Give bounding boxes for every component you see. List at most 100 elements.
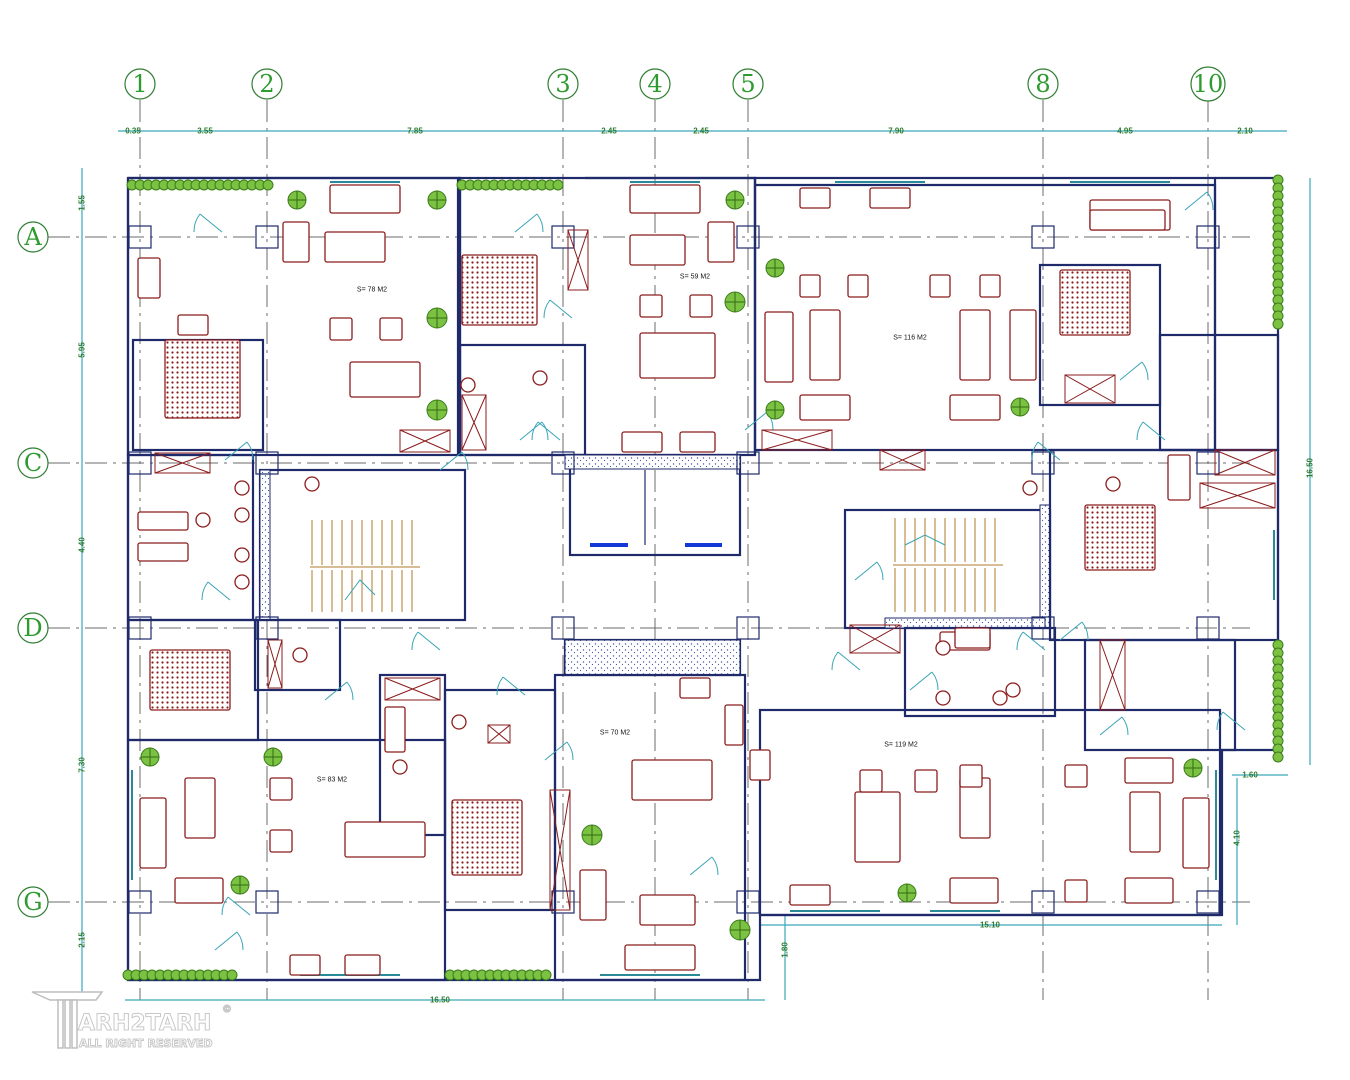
door-leaf	[549, 299, 573, 319]
dim-label: 4.10	[1233, 830, 1242, 846]
armchair	[269, 829, 293, 853]
column	[1196, 890, 1220, 914]
unit-area-label: S= 83 M2	[317, 777, 347, 784]
armchair	[979, 274, 1001, 298]
toilet	[234, 574, 250, 590]
table	[639, 894, 696, 926]
toilet	[1105, 476, 1121, 492]
door-leaf	[1037, 441, 1061, 461]
column	[255, 890, 279, 914]
door-swing	[346, 681, 354, 701]
door-swing	[536, 213, 544, 233]
sofa	[329, 184, 401, 214]
column	[736, 451, 760, 475]
door-leaf	[214, 931, 238, 951]
fixture	[621, 431, 663, 453]
shaft-box	[1199, 482, 1276, 509]
shaft-cross	[399, 429, 451, 453]
shaft-cross	[1064, 374, 1116, 404]
column	[255, 616, 279, 640]
toilet	[234, 547, 250, 563]
door-leaf	[1059, 621, 1083, 641]
shaft-box	[267, 639, 283, 689]
toilet	[460, 377, 476, 393]
shaft-box	[879, 449, 926, 471]
door-leaf	[854, 561, 878, 581]
door-swing	[411, 631, 419, 651]
sofa	[624, 944, 696, 971]
grid-bubble-G: G	[17, 886, 49, 918]
shaft-cross	[1099, 639, 1126, 711]
dim-label: 7.30	[78, 757, 87, 773]
column	[551, 451, 575, 475]
grid-label: G	[23, 888, 42, 916]
door-swing	[201, 581, 209, 601]
plant-stem	[264, 748, 282, 766]
unit-area-label: S= 78 M2	[357, 287, 387, 294]
watermark-brand: ARH2TARH	[78, 1011, 211, 1036]
sofa	[949, 394, 1001, 421]
armchair	[639, 294, 663, 318]
grid-bubble-1: 1	[124, 68, 156, 100]
toilet	[392, 759, 408, 775]
shaft-box	[761, 429, 833, 451]
door-swing	[1121, 716, 1129, 736]
hedge-plant	[1272, 751, 1284, 763]
column	[1196, 451, 1220, 475]
door-swing	[1081, 621, 1089, 641]
shaft-cross	[849, 624, 901, 654]
shaft-box	[549, 789, 571, 911]
sofa	[1009, 309, 1037, 381]
armchair	[799, 274, 821, 298]
dim-label: 15.10	[980, 921, 1001, 930]
grid-bubble-C: C	[17, 447, 49, 479]
grid-label: 5	[740, 70, 755, 98]
fixture	[137, 257, 161, 299]
toilet	[935, 640, 951, 656]
door-leaf	[909, 671, 933, 691]
doors	[193, 191, 1246, 951]
door-leaf	[1222, 711, 1246, 731]
fixture	[679, 431, 716, 453]
shaft-box	[1064, 374, 1116, 404]
fixture	[1167, 454, 1191, 501]
toilet	[1022, 480, 1038, 496]
door-leaf	[224, 441, 248, 461]
unit-area-labels: S= 78 M2 S= 59 M2 S= 116 M2 S= 83 M2 S= …	[317, 274, 927, 784]
structural-columns	[128, 225, 1220, 914]
column	[736, 225, 760, 249]
column	[255, 225, 279, 249]
plant-stem	[766, 401, 784, 419]
sofa	[629, 184, 701, 214]
sofa	[707, 221, 735, 263]
dim-label: 7.90	[888, 127, 904, 136]
door-leaf	[1099, 716, 1123, 736]
grid-label: 10	[1193, 70, 1224, 98]
plant-stem	[726, 191, 744, 209]
door-leaf	[1022, 631, 1046, 651]
table	[854, 791, 901, 863]
door-swing	[461, 451, 469, 471]
plant-stem	[1011, 398, 1029, 416]
column	[255, 451, 279, 475]
column	[1031, 225, 1055, 249]
armchair	[329, 317, 353, 341]
stair-arrow	[344, 579, 376, 601]
hedge-plant	[262, 179, 274, 191]
armchair	[379, 317, 403, 341]
plant-stem	[898, 884, 916, 902]
column	[1031, 616, 1055, 640]
door-leaf	[324, 681, 348, 701]
door-leaf	[537, 421, 561, 441]
table	[809, 309, 841, 381]
column	[736, 890, 760, 914]
grid-bubble-5: 5	[732, 68, 764, 100]
hedge-plant	[1272, 318, 1284, 330]
dim-label: 1.60	[1242, 771, 1258, 780]
bed	[1059, 269, 1131, 336]
door-leaf	[1119, 361, 1143, 381]
door-leaf	[207, 581, 231, 601]
grid-bubble-2: 2	[251, 68, 283, 100]
shaft-box	[1214, 449, 1276, 476]
door-swing	[246, 441, 254, 461]
